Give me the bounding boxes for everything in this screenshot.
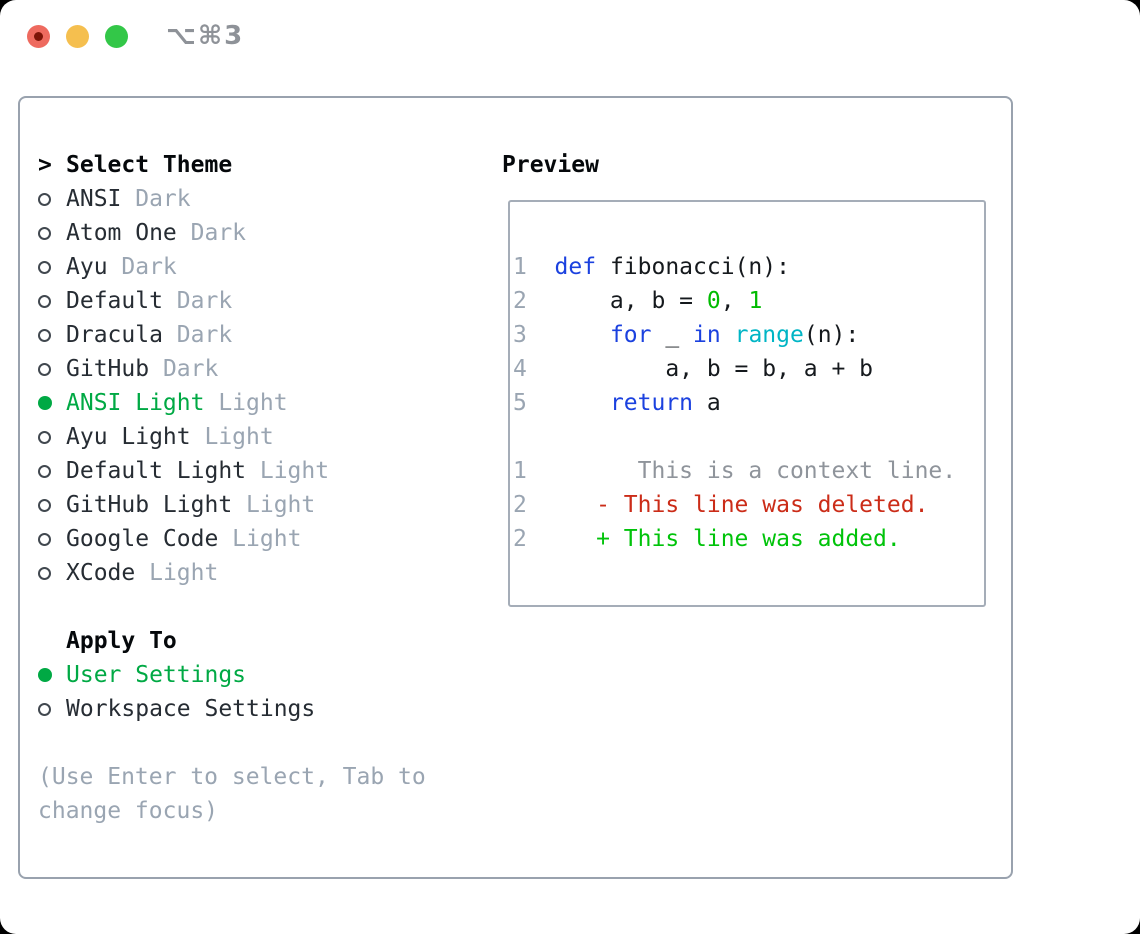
maximize-button-icon[interactable] (105, 25, 128, 48)
code-line: 3 for _ in range(n): (513, 322, 860, 348)
radio-icon (38, 294, 66, 308)
theme-option[interactable]: XCode Light (38, 556, 426, 590)
option-label: Dracula Dark (66, 322, 233, 348)
spacer (38, 590, 426, 624)
select-theme-header-label: Select Theme (66, 152, 233, 178)
radio-icon (38, 532, 66, 546)
theme-option[interactable]: Ayu Dark (38, 250, 426, 284)
radio-icon (38, 260, 66, 274)
apply-to-header: Apply To (38, 624, 426, 658)
option-label: ANSI Light Light (66, 390, 288, 416)
theme-option[interactable]: GitHub Dark (38, 352, 426, 386)
option-label: Google Code Light (66, 526, 302, 552)
code-line: 2 a, b = 0, 1 (513, 288, 763, 314)
radio-icon (38, 498, 66, 512)
code-line: 2 + This line was added. (513, 526, 901, 552)
minimize-button-icon[interactable] (66, 25, 89, 48)
code-preview: 1 def fibonacci(n): 2 a, b = 0, 1 3 for _ … (510, 202, 984, 556)
radio-icon (38, 464, 66, 478)
theme-option[interactable]: Default Dark (38, 284, 426, 318)
theme-option[interactable]: Ayu Light Light (38, 420, 426, 454)
radio-icon (38, 192, 66, 206)
option-label: Ayu Light Light (66, 424, 274, 450)
option-label: GitHub Dark (66, 356, 219, 382)
window-title: ⌥⌘3 (166, 21, 245, 51)
radio-icon (38, 702, 66, 716)
spacer (38, 726, 426, 760)
option-label: Default Light Light (66, 458, 330, 484)
radio-icon (38, 430, 66, 444)
theme-option[interactable]: ANSI Dark (38, 182, 426, 216)
unsaved-dot-icon (34, 32, 43, 41)
help-text: (Use Enter to select, Tab to change focu… (38, 764, 426, 824)
code-line: 1 def fibonacci(n): (513, 254, 790, 280)
option-label: User Settings (66, 662, 247, 688)
radio-icon (38, 328, 66, 342)
titlebar: ⌥⌘3 (0, 0, 1140, 96)
apply-to-header-label: Apply To (66, 628, 177, 654)
theme-option[interactable]: ANSI Light Light (38, 386, 426, 420)
option-label: Atom One Dark (66, 220, 247, 246)
code-line (513, 420, 984, 454)
preview-header: Preview (502, 152, 599, 178)
option-label: Ayu Dark (66, 254, 177, 280)
option-label: XCode Light (66, 560, 219, 586)
code-line: 2 - This line was deleted. (513, 492, 929, 518)
focus-caret-icon: > (38, 152, 52, 178)
code-line: 1 This is a context line. (513, 458, 957, 484)
option-label: GitHub Light Light (66, 492, 316, 518)
close-button-icon[interactable] (27, 25, 50, 48)
option-label: Workspace Settings (66, 696, 316, 722)
apply-to-option[interactable]: User Settings (38, 658, 426, 692)
radio-icon (38, 566, 66, 580)
option-label: ANSI Dark (66, 186, 191, 212)
code-line: 4 a, b = b, a + b (513, 356, 874, 382)
radio-selected-icon (38, 396, 66, 410)
apply-to-option[interactable]: Workspace Settings (38, 692, 426, 726)
option-label: Default Dark (66, 288, 233, 314)
theme-option[interactable]: Atom One Dark (38, 216, 426, 250)
radio-icon (38, 362, 66, 376)
code-line: 5 return a (513, 390, 721, 416)
select-theme-header: > Select Theme (38, 148, 426, 182)
theme-option[interactable]: Dracula Dark (38, 318, 426, 352)
theme-option[interactable]: Default Light Light (38, 454, 426, 488)
theme-option[interactable]: GitHub Light Light (38, 488, 426, 522)
preview-pane: 1 def fibonacci(n): 2 a, b = 0, 1 3 for _ … (508, 200, 986, 607)
radio-selected-icon (38, 668, 66, 682)
radio-icon (38, 226, 66, 240)
theme-option[interactable]: Google Code Light (38, 522, 426, 556)
